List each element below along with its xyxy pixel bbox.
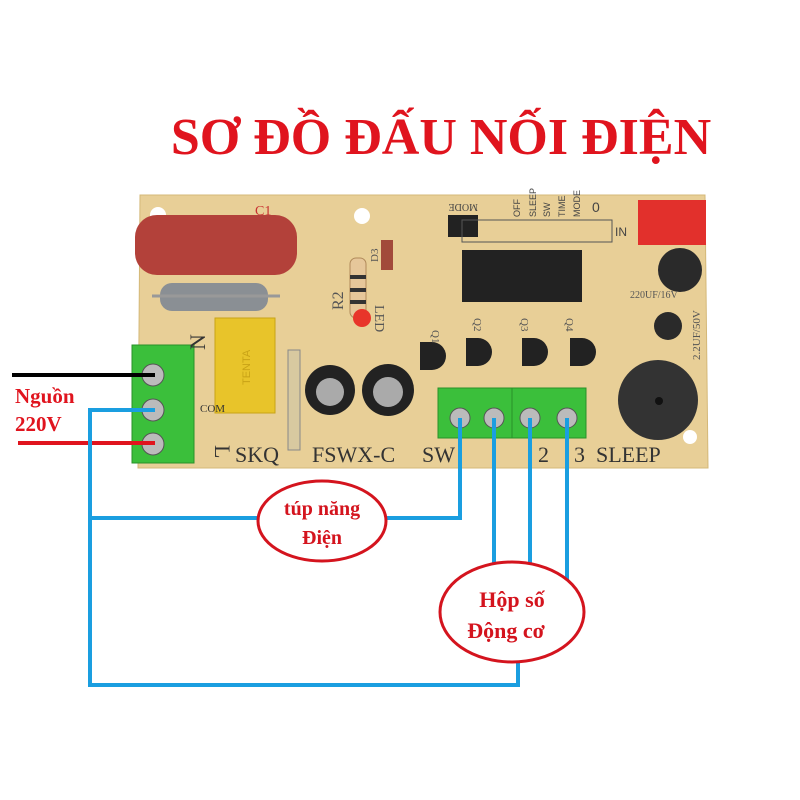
page-title: SƠ ĐỒ ĐẤU NỐI ĐIỆN [170, 109, 712, 166]
label-cap-rating2: 2.2UF/50V [691, 310, 703, 360]
wire-blue-common [88, 408, 520, 687]
mount-hole [354, 208, 370, 224]
label-cap-rating1: 220UF/16V [630, 290, 679, 301]
capacitor-c1 [135, 215, 297, 275]
label-in: IN [615, 225, 627, 239]
pin-label-time: TIME [557, 196, 567, 218]
pin-label-mode: MODE [572, 190, 582, 217]
pin-label-sw: SW [542, 202, 552, 217]
pcb-board: C1 TENTA R2 D3 LED MODE OFF SLEEP SW TIM… [131, 188, 709, 469]
label-q1: Q1 [429, 330, 441, 343]
capacitor-label-1: túp năng [284, 498, 360, 520]
label-mode: MODE [449, 201, 478, 212]
x-capacitor [214, 317, 276, 414]
power-terminal-block[interactable] [131, 344, 195, 464]
transistors [420, 338, 596, 370]
source-label-1: Nguồn [15, 384, 75, 408]
capacitor-ellipse: túp năng Điện [256, 479, 388, 563]
label-r2: R2 [330, 291, 347, 310]
label-n: N [185, 334, 210, 350]
wire-blue-sw [386, 418, 462, 520]
red-connector [638, 200, 706, 245]
capacitor-label-2: Điện [302, 527, 342, 549]
ic-chip [462, 250, 582, 302]
label-tenta: TENTA [241, 349, 253, 385]
label-sw: SW [422, 442, 455, 467]
gearbox-label-2: Động cơ [467, 618, 545, 643]
mode-jumper [448, 215, 478, 237]
label-c1: C1 [255, 204, 271, 219]
label-led: LED [371, 305, 386, 332]
label-d3: D3 [369, 248, 381, 262]
label-com: COM [200, 403, 225, 415]
label-q3: Q3 [518, 318, 530, 332]
mount-hole [683, 430, 697, 444]
diode-d3 [381, 240, 393, 270]
capacitor [654, 312, 682, 340]
pin-label-off: OFF [512, 199, 522, 217]
gearbox-label-1: Hộp số [479, 587, 545, 612]
pin-label-0: 0 [592, 199, 600, 215]
pcb-labels: SKQ FSWX-C SW 2 3 SLEEP N L COM [185, 334, 661, 467]
fuse [287, 349, 301, 451]
label-l: L [210, 445, 235, 458]
wires [12, 373, 569, 687]
capacitor [658, 248, 702, 292]
led [353, 309, 371, 327]
label-out3: 3 [574, 442, 585, 467]
label-q2: Q2 [471, 318, 483, 331]
label-sleep: SLEEP [596, 442, 661, 467]
label-out2: 2 [538, 442, 549, 467]
label-brand: SKQ [235, 442, 279, 467]
label-q4: Q4 [563, 318, 575, 332]
gearbox-ellipse: Hộp số Động cơ [438, 560, 586, 664]
pin-label-sleep: SLEEP [528, 188, 538, 217]
label-model: FSWX-C [312, 442, 395, 467]
source-label-2: 220V [15, 412, 62, 436]
